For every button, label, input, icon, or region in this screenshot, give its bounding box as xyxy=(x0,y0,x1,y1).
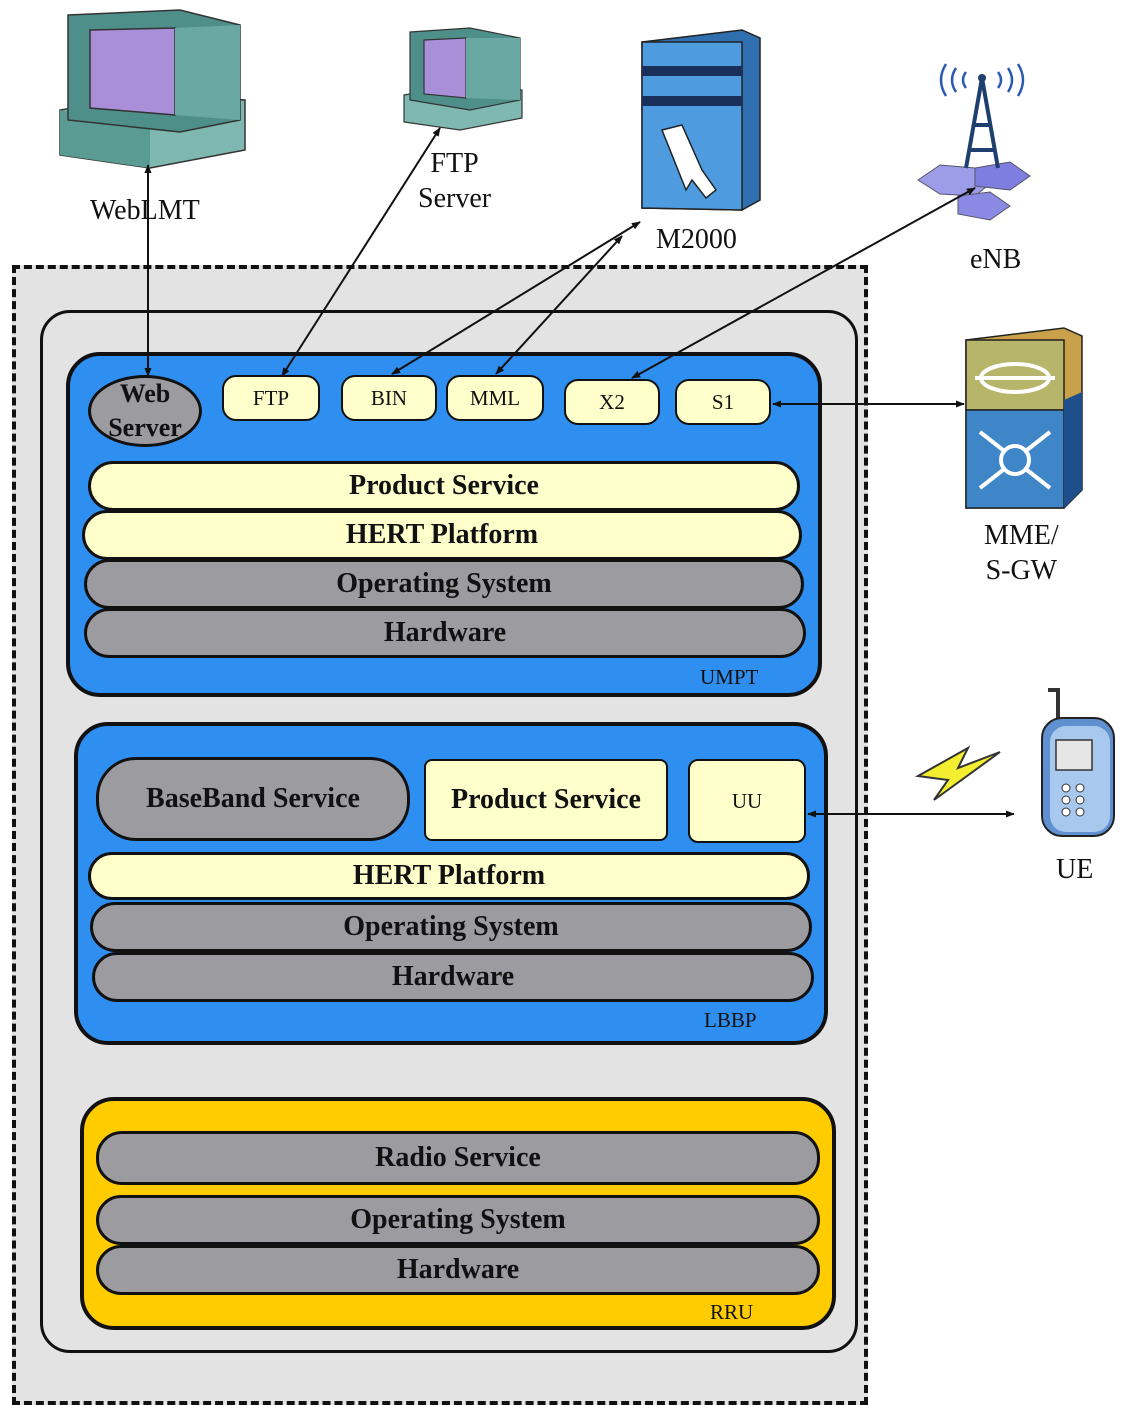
rru-hardware-layer: Hardware xyxy=(96,1245,820,1295)
bin-interface: BIN xyxy=(341,375,437,421)
enb-to-x2-arrow xyxy=(631,187,976,379)
umpt-hert-platform-layer: HERT Platform xyxy=(82,510,802,560)
umpt-hardware-layer: Hardware xyxy=(84,608,806,658)
ftp-server-label: FTP Server xyxy=(418,146,491,216)
ftp-server-label-line2: Server xyxy=(418,183,492,214)
radio-service-layer: Radio Service xyxy=(96,1131,820,1185)
rru-operating-system-layer: Operating System xyxy=(96,1195,820,1245)
ftp-server-label-line1: FTP xyxy=(430,148,479,179)
lbbp-board-label: LBBP xyxy=(704,1008,757,1032)
x2-interface: X2 xyxy=(564,379,660,425)
lbbp-operating-system-layer: Operating System xyxy=(90,902,812,952)
enb-label: eNB xyxy=(970,244,1022,275)
mml-interface: MML xyxy=(446,375,544,421)
umpt-board-label: UMPT xyxy=(700,665,759,689)
ftp-interface: FTP xyxy=(222,375,320,421)
weblmt-label: WebLMT xyxy=(90,195,200,226)
uu-interface: UU xyxy=(688,759,806,843)
umpt-operating-system-layer: Operating System xyxy=(84,559,804,609)
baseband-service-block: BaseBand Service xyxy=(96,757,410,841)
weblmt-computer-icon xyxy=(59,9,246,169)
s1-interface: S1 xyxy=(675,379,771,425)
ftp-server-to-ftp-arrow xyxy=(281,127,441,377)
m2000-to-mml-arrow xyxy=(495,235,623,375)
lbbp-hardware-layer: Hardware xyxy=(92,952,814,1002)
lbbp-product-service-block: Product Service xyxy=(424,759,668,841)
mme-sgw-label-line1: MME/ xyxy=(984,520,1059,551)
web-server-label-line2: Server xyxy=(108,413,182,442)
web-server-label-line1: Web xyxy=(119,379,171,408)
radio-link-bolt-icon xyxy=(914,745,1001,801)
umpt-product-service-layer: Product Service xyxy=(88,461,800,511)
lbbp-hert-platform-layer: HERT Platform xyxy=(88,852,810,900)
ue-label: UE xyxy=(1056,854,1094,885)
ue-phone-icon xyxy=(1041,688,1115,837)
ftp-server-computer-icon xyxy=(403,27,523,131)
mme-sgw-label-line2: S-GW xyxy=(985,555,1058,586)
m2000-label: M2000 xyxy=(656,224,737,255)
mme-sgw-label: MME/ S-GW xyxy=(984,518,1059,588)
enb-tower-icon xyxy=(917,63,1031,221)
mme-sgw-icon xyxy=(965,327,1083,509)
web-server-node: Web Server xyxy=(88,375,202,447)
rru-board-label: RRU xyxy=(710,1300,754,1324)
m2000-server-icon xyxy=(641,29,761,211)
